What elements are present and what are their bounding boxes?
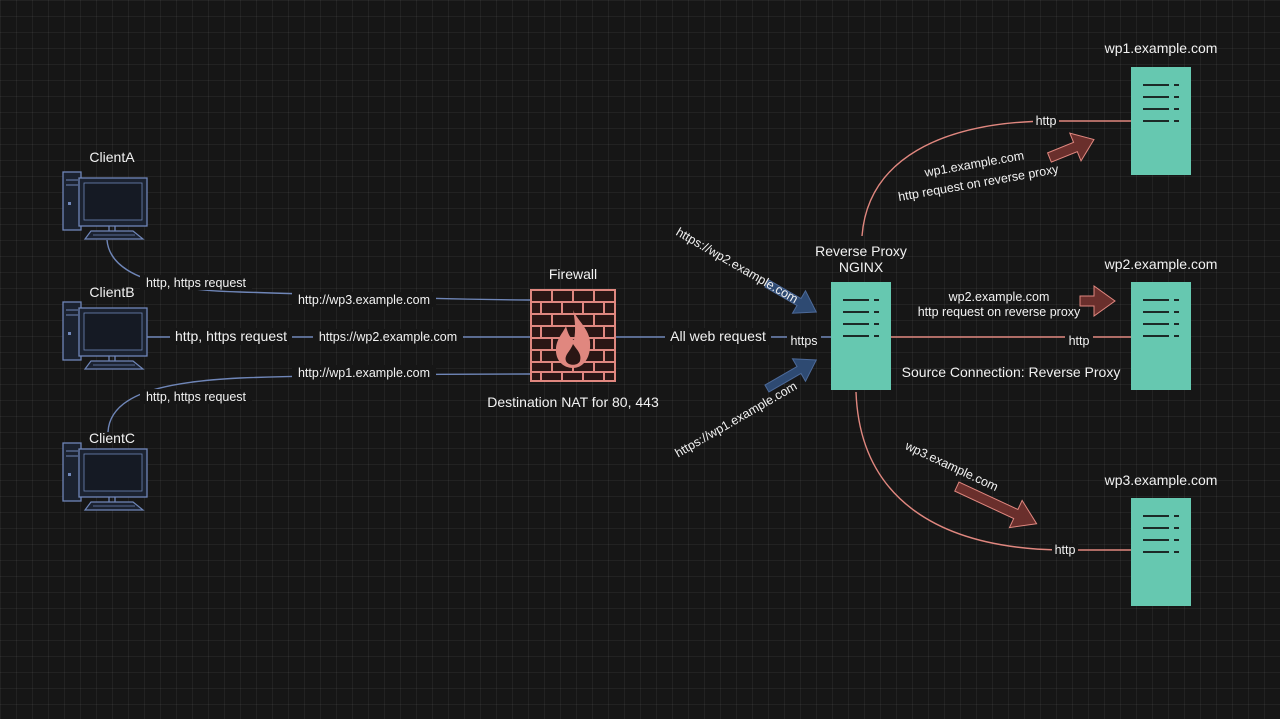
https-label: https — [790, 334, 817, 348]
reverse-proxy-node: Reverse Proxy NGINX — [815, 243, 907, 391]
client-a-computer: ClientA — [62, 149, 148, 240]
wp1-server-node: wp1.example.com — [1104, 40, 1218, 176]
firewall-note: Destination NAT for 80, 443 — [487, 394, 659, 410]
wp3-label: wp3.example.com — [1104, 472, 1218, 488]
proxy-to-wp1-connector — [861, 120, 1131, 237]
source-connection-label: Source Connection: Reverse Proxy — [902, 364, 1121, 380]
all-web-request-label: All web request — [670, 328, 766, 344]
arrow-https-wp1-label: https://wp1.example.com — [673, 379, 800, 460]
client-c-computer: ClientC — [62, 430, 148, 511]
client-c-label: ClientC — [89, 430, 135, 446]
wp3-request-label: http://wp3.example.com — [298, 293, 430, 307]
firewall-node: Firewall Destination NAT for 80, 443 — [487, 266, 659, 410]
proxy-wp2-desc-label: http request on reverse proxy — [918, 305, 1081, 319]
proxy-label-line1: Reverse Proxy — [815, 243, 907, 259]
firewall-icon — [530, 289, 616, 382]
server-icon — [1130, 281, 1192, 391]
server-icon — [830, 281, 892, 391]
proxy-to-wp3-connector — [855, 391, 1131, 551]
arrow-https-wp2 — [764, 279, 818, 314]
client-a-request-label: http, https request — [146, 276, 247, 290]
desktop-computer-icon — [62, 301, 148, 370]
wp3-server-node: wp3.example.com — [1104, 472, 1218, 607]
proxy-wp3-domain-label: wp3.example.com — [902, 438, 1000, 494]
client-a-connector — [106, 239, 531, 301]
arrow-https-wp1 — [764, 358, 818, 393]
proxy-wp3-proto-label: http — [1055, 543, 1076, 557]
server-icon — [1130, 497, 1192, 607]
client-b-label: ClientB — [89, 284, 134, 300]
proxy-label-line2: NGINX — [839, 259, 884, 275]
wp2-request-label: https://wp2.example.com — [319, 330, 457, 344]
proxy-wp2-domain-label: wp2.example.com — [948, 290, 1050, 304]
flame-icon — [555, 310, 591, 368]
wp1-label: wp1.example.com — [1104, 40, 1218, 56]
arrow-proxy-wp1 — [1046, 132, 1095, 163]
wp2-label: wp2.example.com — [1104, 256, 1218, 272]
client-c-request-label: http, https request — [146, 390, 247, 404]
arrow-https-wp2-label: https://wp2.example.com — [674, 225, 801, 306]
wp2-server-node: wp2.example.com — [1104, 256, 1218, 391]
wp1-request-label: http://wp1.example.com — [298, 366, 430, 380]
arrow-proxy-wp3 — [954, 481, 1038, 529]
proxy-wp2-proto-label: http — [1069, 334, 1090, 348]
client-b-request-label: http, https request — [175, 328, 287, 344]
desktop-computer-icon — [62, 171, 148, 240]
firewall-label: Firewall — [549, 266, 597, 282]
proxy-wp1-proto-label: http — [1036, 114, 1057, 128]
client-a-label: ClientA — [89, 149, 135, 165]
server-icon — [1130, 66, 1192, 176]
arrow-proxy-wp2 — [1079, 285, 1116, 317]
desktop-computer-icon — [62, 442, 148, 511]
client-b-computer: ClientB — [62, 284, 148, 370]
